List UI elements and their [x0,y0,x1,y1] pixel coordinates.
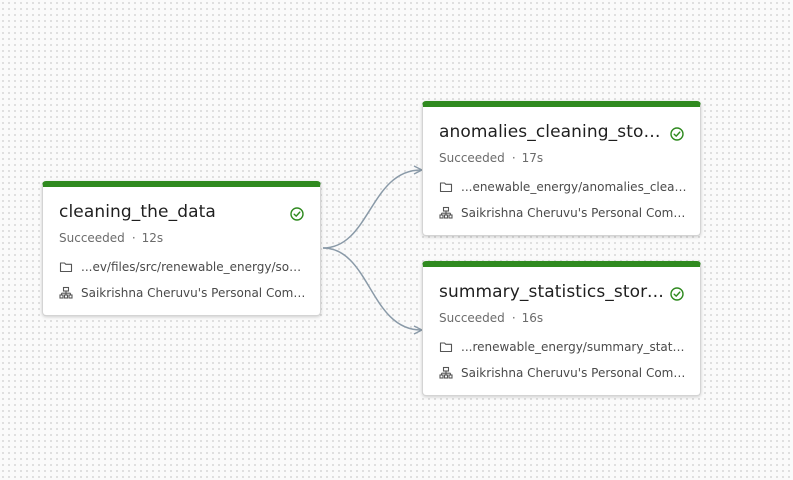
check-circle-icon [290,207,304,221]
task-card-cleaning-the-data[interactable]: cleaning_the_data Succeeded · 12s ...ev/fi… [42,181,321,316]
task-card-anomalies-cleaning[interactable]: anomalies_cleaning_storein... Succeeded ·… [422,101,701,236]
task-status-line: Succeeded · 12s [59,231,163,245]
task-name[interactable]: cleaning_the_data [59,202,216,222]
task-duration: 17s [521,151,544,165]
task-status-line: Succeeded · 17s [439,151,543,165]
task-name[interactable]: anomalies_cleaning_storein... [439,122,665,142]
task-status: Succeeded [59,231,125,245]
task-path-text: ...enewable_energy/anomalies_cleaning [461,180,687,194]
edge-to-anomalies-task [322,170,421,249]
task-cluster-text: Saikrishna Cheruvu's Personal Compu... [461,366,687,380]
meta-separator: · [511,151,516,165]
task-cluster-text: Saikrishna Cheruvu's Personal Compu... [81,286,307,300]
folder-icon [439,342,453,353]
folder-icon [439,182,453,193]
task-notebook-path: ...enewable_energy/anomalies_cleaning [439,180,687,194]
task-cluster: Saikrishna Cheruvu's Personal Compu... [439,366,687,380]
task-cluster: Saikrishna Cheruvu's Personal Compu... [439,206,687,220]
task-status: Succeeded [439,311,505,325]
edge-to-summary-task [322,247,421,330]
check-circle-icon [670,287,684,301]
task-card-summary-statistics[interactable]: summary_statistics_storein... Succeeded ·… [422,261,701,396]
meta-separator: · [511,311,516,325]
task-path-text: ...ev/files/src/renewable_energy/source [81,260,307,274]
task-cluster: Saikrishna Cheruvu's Personal Compu... [59,286,307,300]
task-duration: 16s [521,311,544,325]
meta-separator: · [131,231,136,245]
task-duration: 12s [141,231,164,245]
folder-icon [59,262,73,273]
task-status: Succeeded [439,151,505,165]
task-notebook-path: ...renewable_energy/summary_statistics [439,340,687,354]
task-notebook-path: ...ev/files/src/renewable_energy/source [59,260,307,274]
check-circle-icon [670,127,684,141]
cluster-icon [439,206,453,219]
task-path-text: ...renewable_energy/summary_statistics [461,340,687,354]
task-cluster-text: Saikrishna Cheruvu's Personal Compu... [461,206,687,220]
task-status-line: Succeeded · 16s [439,311,543,325]
cluster-icon [59,286,73,299]
cluster-icon [439,366,453,379]
task-name[interactable]: summary_statistics_storein... [439,282,665,302]
